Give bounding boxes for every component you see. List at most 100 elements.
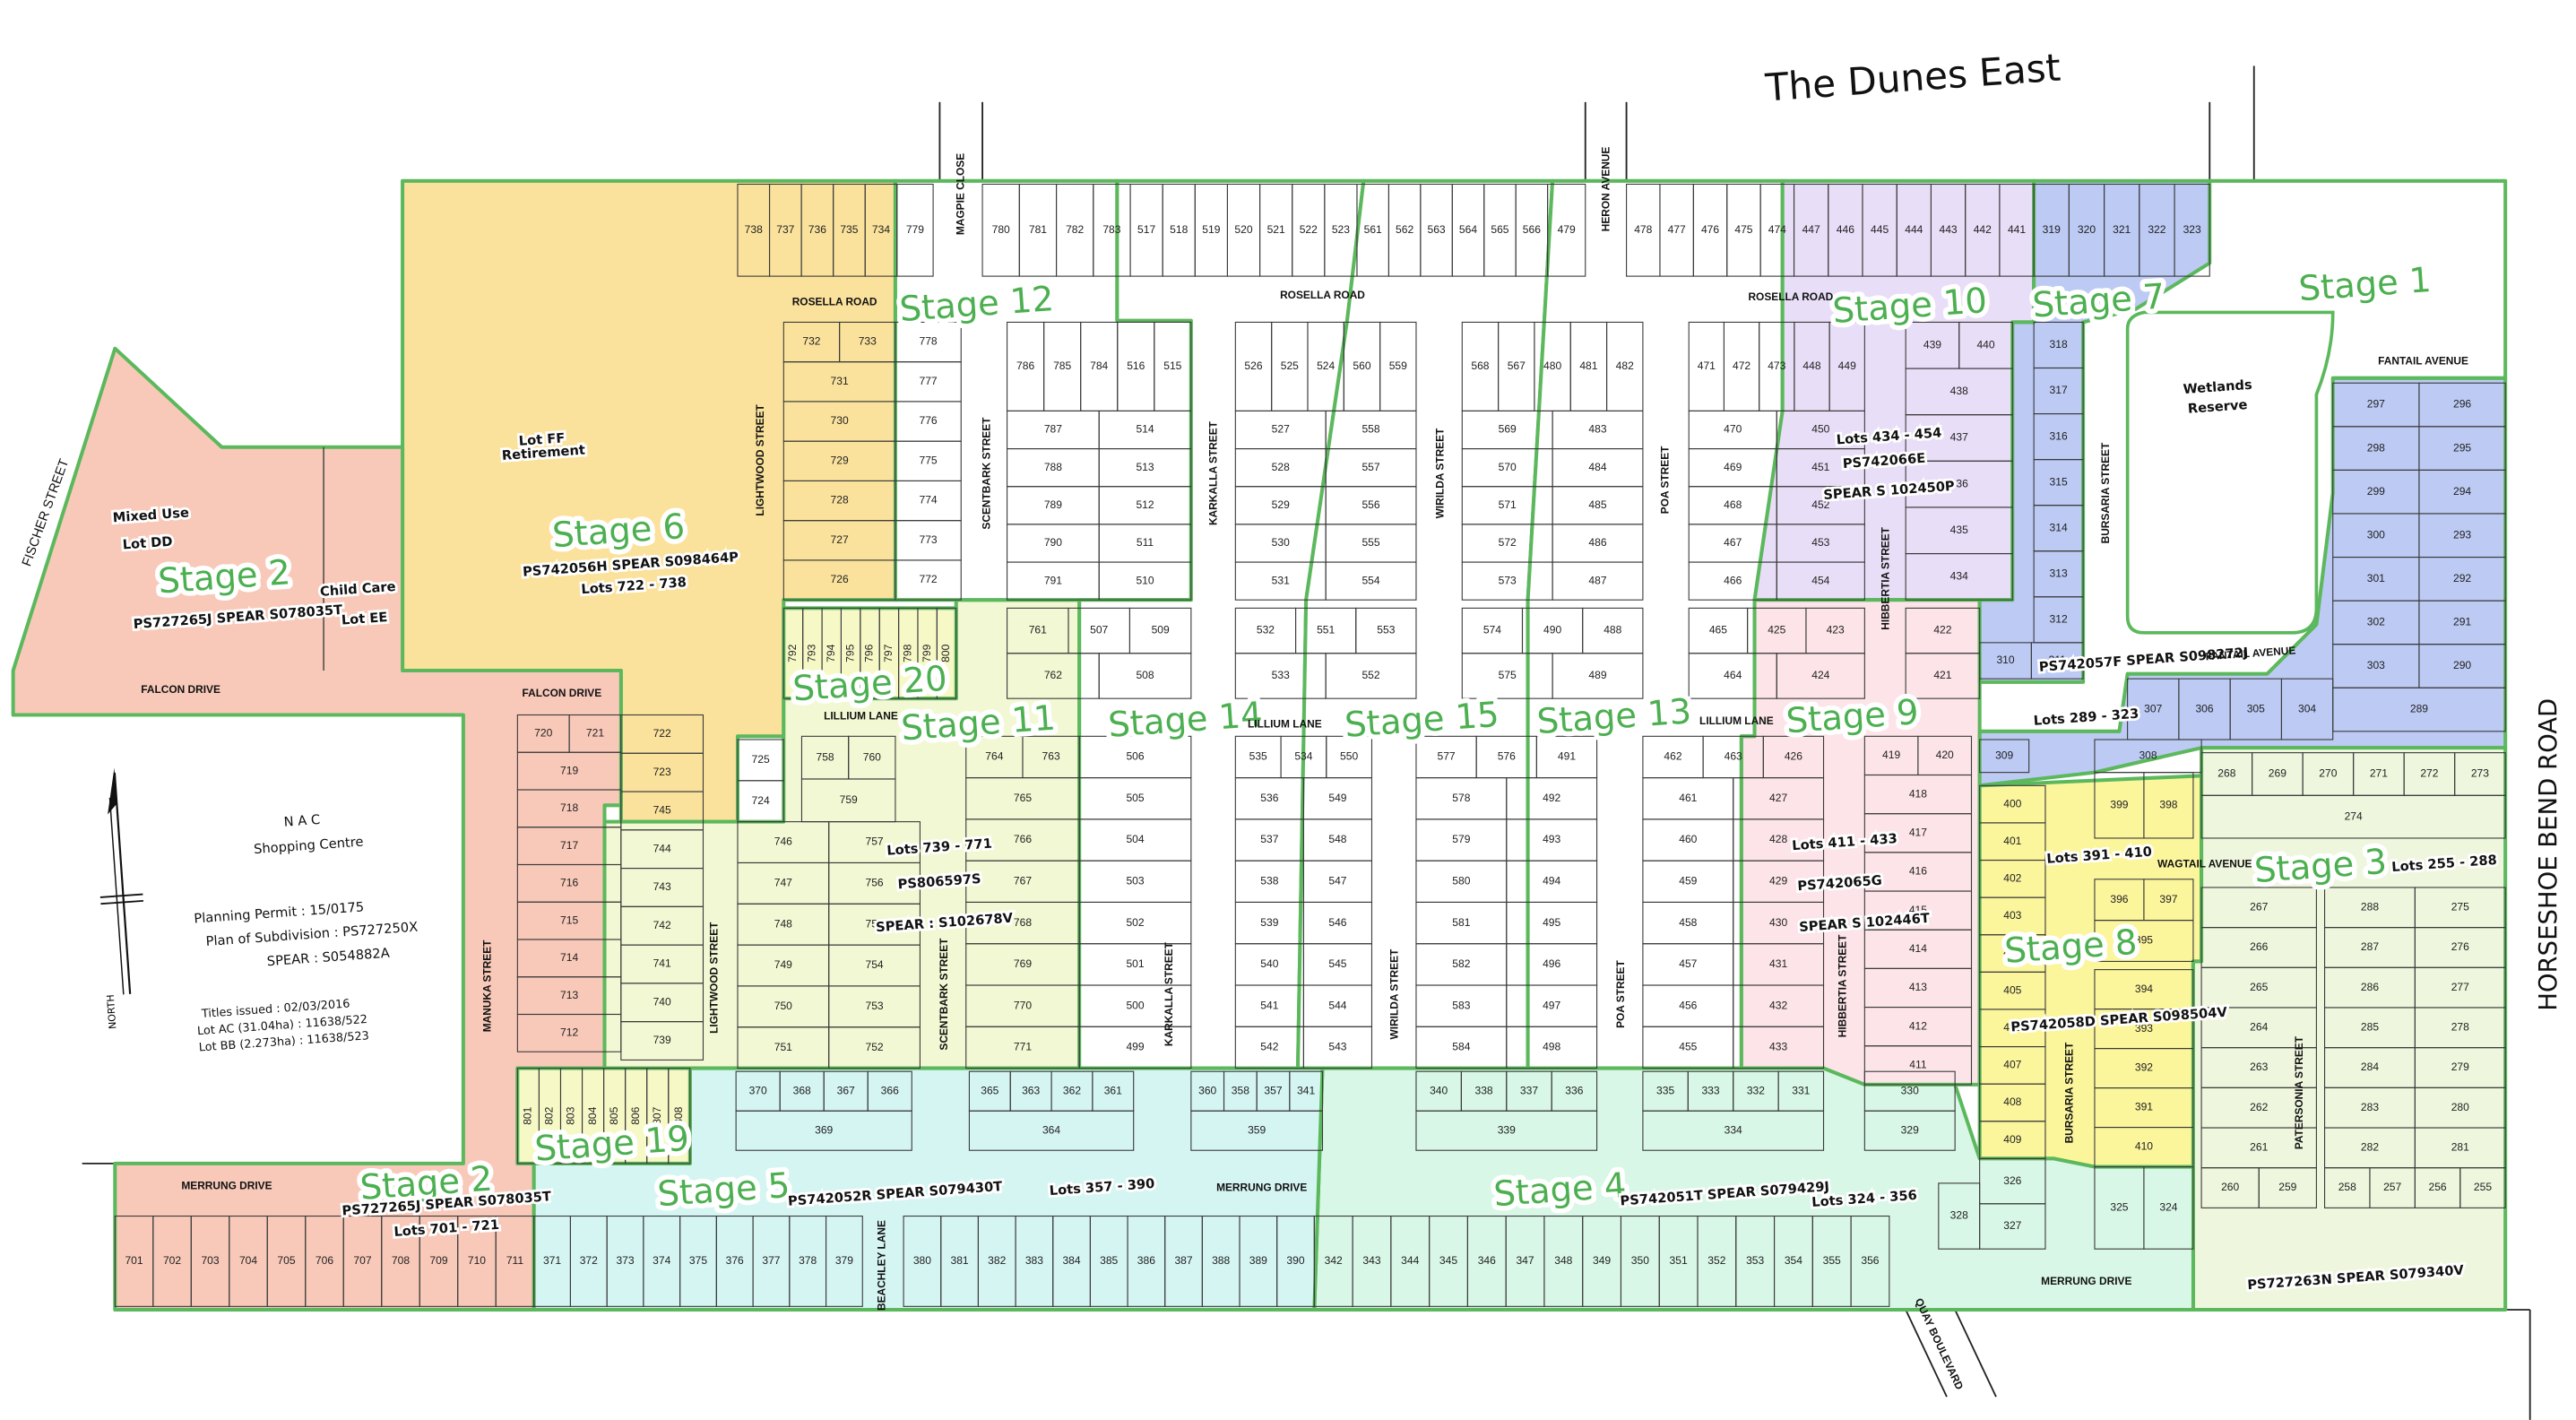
lot-number: 383 (1025, 1254, 1043, 1267)
lot-parcel[interactable] (1415, 1110, 1598, 1151)
lot-parcel[interactable] (2280, 678, 2334, 740)
lot-number: 414 (1909, 942, 1927, 955)
lot-parcel[interactable] (1733, 1026, 1825, 1069)
lot-number: 536 (1260, 792, 1278, 804)
lot-parcel[interactable] (828, 1026, 921, 1069)
map-title: The Dunes East (1763, 46, 2062, 110)
lot-number: 435 (1950, 524, 1968, 536)
lot-number: 745 (653, 804, 671, 817)
stage-region-10 (1752, 178, 2036, 602)
lot-number: 438 (1950, 385, 1968, 397)
lot-number: 494 (1543, 874, 1560, 887)
lot-number: 431 (1769, 957, 1787, 970)
lot-parcel[interactable] (1552, 561, 1644, 601)
lot-number: 354 (1785, 1254, 1802, 1267)
lot-number: 413 (1909, 981, 1927, 993)
lot-parcel[interactable] (968, 1110, 1135, 1151)
lot-number: 449 (1838, 359, 1856, 372)
lot-parcel[interactable] (1098, 653, 1192, 699)
lot-number: 719 (560, 764, 578, 776)
road-label-bursaria-1: BURSARIA STREET (2099, 442, 2112, 543)
lot-parcel[interactable] (2258, 1167, 2317, 1208)
lot-number: 514 (1136, 423, 1154, 436)
lot-number: 575 (1499, 669, 1517, 681)
lot-number: 540 (1260, 957, 1278, 970)
lot-parcel[interactable] (1325, 561, 1417, 601)
lot-number: 770 (1014, 999, 1032, 1011)
lot-number: 365 (981, 1084, 998, 1096)
lot-number: 326 (2003, 1174, 2021, 1187)
lot-number: 761 (1029, 624, 1047, 636)
lot-number: 300 (2367, 528, 2385, 541)
lot-number: 710 (468, 1254, 486, 1267)
lot-parcel[interactable] (1905, 553, 2013, 601)
lot-number: 777 (920, 375, 938, 387)
lot-number: 725 (752, 753, 770, 766)
lot-parcel[interactable] (668, 1068, 691, 1165)
lot-number: 417 (1909, 826, 1927, 838)
lot-number: 734 (872, 223, 890, 236)
lot-number: 740 (653, 995, 671, 1008)
lot-number: 457 (1679, 957, 1697, 970)
lot-parcel[interactable] (2094, 920, 2194, 962)
lot-parcel[interactable] (620, 1021, 705, 1061)
lot-block: 779 (896, 183, 934, 277)
lot-number: 372 (580, 1254, 598, 1267)
lot-parcel[interactable] (735, 1110, 912, 1151)
lot-number: 351 (1670, 1254, 1688, 1267)
place-labels: Mixed Use Lot DD Child Care Lot EE Lot F… (109, 375, 2255, 630)
lot-parcel[interactable] (1938, 1182, 1981, 1250)
lot-parcel[interactable] (1863, 1110, 1956, 1151)
road-label-falcon-1: FALCON DRIVE (141, 683, 220, 696)
lot-parcel[interactable] (1190, 1110, 1324, 1151)
lot-number: 703 (201, 1254, 219, 1267)
lot-number: 287 (2361, 940, 2379, 953)
lot-parcel[interactable] (1776, 561, 1865, 601)
lot-parcel[interactable] (1863, 1045, 1973, 1086)
lot-parcel[interactable] (1552, 653, 1644, 699)
lot-number: 456 (1679, 999, 1697, 1011)
lot-parcel[interactable] (1905, 653, 1981, 699)
lot-number: 772 (920, 573, 938, 585)
lot-number: 285 (2361, 1021, 2379, 1034)
lot-parcel[interactable] (936, 607, 957, 699)
lot-number: 808 (672, 1106, 685, 1124)
lot-parcel[interactable] (2174, 183, 2210, 277)
lot-parcel[interactable] (2030, 642, 2084, 680)
lot-parcel[interactable] (1850, 1215, 1890, 1307)
lot-number: 331 (1792, 1084, 1810, 1096)
lot-parcel[interactable] (825, 1215, 863, 1307)
lot-parcel[interactable] (2143, 1165, 2194, 1250)
lot-number: 753 (865, 1000, 883, 1012)
lot-number: 452 (1811, 498, 1829, 511)
lot-number: 286 (2361, 981, 2379, 993)
lot-number: 547 (1328, 874, 1346, 887)
lot-parcel[interactable] (1642, 1110, 1825, 1151)
lot-number: 342 (1325, 1254, 1343, 1267)
lot-parcel[interactable] (1547, 183, 1586, 277)
lot-parcel[interactable] (1078, 1026, 1192, 1069)
lot-parcel[interactable] (1098, 561, 1192, 601)
lot-parcel[interactable] (1506, 1026, 1598, 1069)
lot-parcel[interactable] (2143, 772, 2194, 839)
lot-parcel[interactable] (896, 183, 934, 277)
lot-parcel[interactable] (2459, 1167, 2506, 1208)
lot-number: 481 (1579, 359, 1597, 372)
lot-number: 428 (1769, 833, 1787, 845)
lot-number: 356 (1861, 1254, 1879, 1267)
lot-number: 510 (1136, 574, 1154, 586)
lot-parcel[interactable] (1325, 653, 1417, 699)
lot-number: 340 (1430, 1084, 1448, 1096)
lot-parcel[interactable] (2200, 794, 2506, 839)
lot-parcel[interactable] (1776, 653, 1865, 699)
lot-parcel[interactable] (895, 559, 962, 601)
lot-parcel[interactable] (1979, 739, 2030, 774)
lot-number: 415 (1909, 904, 1927, 916)
road-label-hibbertia-1: HIBBERTIA STREET (1879, 526, 1891, 629)
lot-parcel[interactable] (1302, 1026, 1373, 1069)
